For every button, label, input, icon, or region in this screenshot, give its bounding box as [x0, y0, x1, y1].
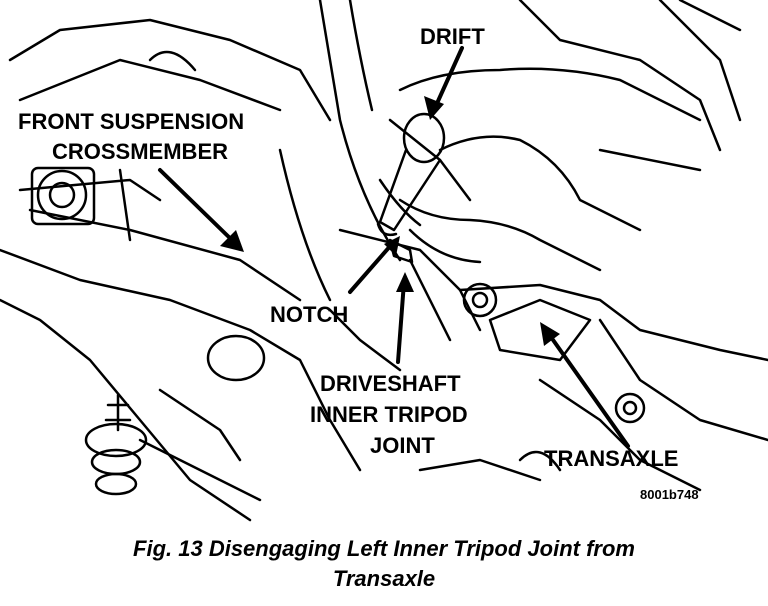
leader-arrows — [158, 46, 630, 448]
crossmember-arrow-head — [220, 230, 244, 252]
driveshaft-arrow — [396, 280, 406, 364]
label-driveshaft-line3: JOINT — [370, 433, 435, 458]
drift-arrow-head — [424, 96, 444, 120]
label-driveshaft-line1: DRIVESHAFT — [320, 371, 461, 396]
transaxle-arrow — [544, 328, 630, 448]
tripod-joint-drawing — [328, 228, 482, 372]
label-front-suspension: FRONT SUSPENSION — [18, 109, 244, 134]
vehicle-frame-drawing — [278, 0, 742, 302]
label-transaxle: TRANSAXLE — [544, 446, 678, 471]
caption-line-1: Fig. 13 Disengaging Left Inner Tripod Jo… — [133, 536, 635, 561]
label-crossmember: CROSSMEMBER — [52, 139, 228, 164]
caption-line-2: Transaxle — [332, 566, 436, 591]
drift-tool-drawing — [376, 112, 446, 237]
figure-code: 8001b748 — [640, 487, 699, 502]
hand-drawing — [378, 67, 702, 272]
label-notch: NOTCH — [270, 302, 348, 327]
label-drift: DRIFT — [420, 24, 485, 49]
drift-arrow — [432, 46, 464, 112]
transaxle-arrow-head — [540, 322, 560, 346]
transaxle-drawing — [418, 282, 768, 492]
notch-arrow-head — [384, 236, 400, 256]
crossmember-arrow — [158, 168, 238, 246]
notch-arrow — [348, 242, 394, 294]
technical-illustration: DRIFT FRONT SUSPENSION CROSSMEMBER NOTCH… — [0, 0, 768, 522]
label-driveshaft-line2: INNER TRIPOD — [310, 402, 468, 427]
crossmember-drawing — [0, 18, 362, 522]
driveshaft-arrow-head — [396, 272, 414, 292]
figure-caption: Fig. 13 Disengaging Left Inner Tripod Jo… — [0, 534, 768, 594]
